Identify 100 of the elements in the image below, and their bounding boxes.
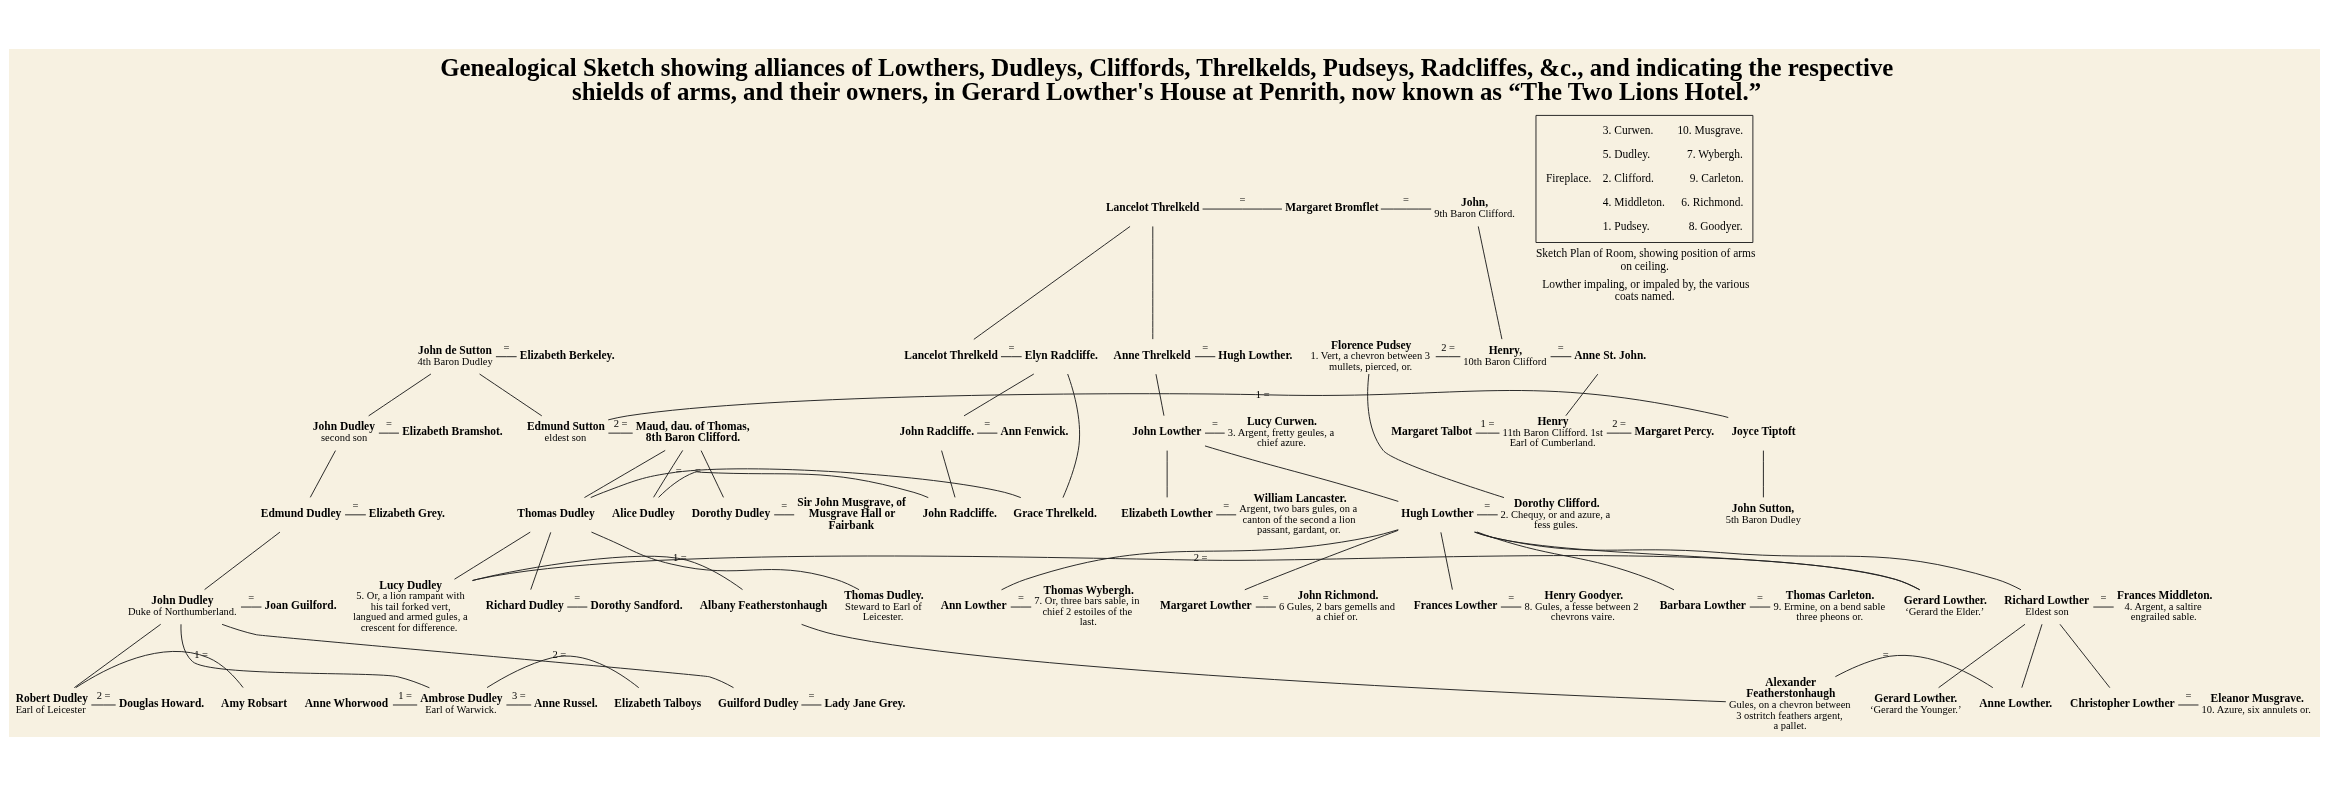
node-text: Elizabeth Grey.	[368, 506, 445, 519]
connector	[1152, 225, 1154, 340]
connector	[607, 432, 634, 434]
connector	[1001, 528, 1399, 590]
connector	[344, 513, 367, 515]
node-text: Robert Dudley Earl of Leicester	[15, 691, 88, 715]
edge-label: =	[1017, 591, 1024, 603]
node-text: Anne Whorwood	[304, 696, 389, 709]
connector	[1000, 355, 1023, 357]
connector	[454, 531, 531, 580]
node-text: Henry, 10th Baron Clifford	[1463, 343, 1547, 367]
node-text: John Radcliffe.	[922, 506, 997, 519]
connector	[607, 389, 1729, 420]
node-text: John Richmond. 6 Gules, 2 bars gemells and a chief or.	[1278, 588, 1395, 622]
connector	[73, 623, 162, 688]
node-box: Fireplace. 3. Curwen. 10. Musgrave. 5. Dudley. 7. Wybergh. 2. Clifford. 9. Carleton. 4. Middleton. 6. Richmond. 1. Pudsey. 8. Goodyer.	[1535, 114, 1754, 243]
node-text: Elizabeth Talboys	[614, 696, 702, 709]
node-text: Lucy Curwen. 3. Argent, fretty geules, a chief azure.	[1227, 414, 1335, 448]
connector	[973, 225, 1131, 340]
connector	[309, 449, 336, 498]
connector	[221, 623, 734, 688]
node-text: Sir John Musgrave, of Musgrave Hall or Fairbank	[797, 495, 906, 531]
node-text: Ambrose Dudley Earl of Warwick.	[420, 691, 503, 715]
node-text: Margaret Talbot	[1391, 424, 1473, 437]
node-text: John, 9th Baron Clifford.	[1434, 195, 1515, 219]
node-text: Lancelot Threlkeld	[904, 348, 998, 361]
edge-label: 2 =	[1193, 551, 1208, 563]
edge-label: 3 =	[511, 689, 526, 701]
edge-label: =	[1484, 499, 1491, 511]
connector	[591, 531, 860, 590]
connector	[1834, 654, 1994, 688]
node-text: Alexander Featherstonhaugh Gules, on a chevron between 3 ostritch feathers argent, a pallet.	[1728, 675, 1851, 731]
connector	[479, 373, 543, 416]
node-text: Christopher Lowther	[2070, 696, 2175, 709]
connector	[590, 467, 1022, 498]
edge-label: 1 =	[194, 648, 208, 660]
connector	[1440, 531, 1453, 590]
node-text: John Dudley Duke of Northumberland.	[127, 593, 237, 617]
edge-label: =	[694, 464, 701, 476]
connector	[204, 531, 281, 590]
node-text: Margaret Lowther	[1159, 598, 1252, 611]
edge-label: 2 =	[1441, 341, 1455, 353]
node-text: John Sutton, 5th Baron Dudley	[1725, 501, 1801, 525]
connector	[1062, 373, 1081, 498]
node-label: Sketch Plan of Room, showing position of arms on ceiling.	[1535, 246, 1756, 272]
node-text: Ann Lowther	[940, 598, 1007, 611]
connector	[1166, 449, 1168, 498]
edge-label: 1 =	[1480, 417, 1495, 429]
node-text: Frances Middleton. 4. Argent, a saltire engrailed sable.	[2116, 588, 2213, 622]
node-text: Margaret Bromflet	[1285, 200, 1379, 213]
node-text: Anne Russel.	[534, 696, 598, 709]
connector	[941, 449, 956, 498]
connector	[1476, 531, 1675, 590]
node-text: Dorothy Clifford. 2. Chequy, or and azure, a fess gules.	[1500, 496, 1611, 530]
connector	[700, 449, 724, 498]
node-text: Dorothy Sandford.	[590, 598, 683, 611]
node-text: Douglas Howard.	[118, 696, 205, 709]
connector	[378, 432, 400, 434]
node-text: Joan Guilford.	[264, 598, 337, 611]
edge-label: =	[675, 464, 682, 476]
node-label: Lowther impaling, or impaled by, the various coats named.	[1542, 277, 1750, 302]
edge-label: =	[1223, 499, 1230, 511]
node-text: Florence Pudsey 1. Vert, a chevron between 3 mullets, pierced, or.	[1310, 338, 1431, 372]
connector	[1476, 513, 1499, 515]
node-text: Alice Dudley	[611, 506, 675, 519]
edge-label: =	[1008, 341, 1015, 353]
connector	[471, 554, 1921, 590]
node-text: Elyn Radcliffe.	[1024, 348, 1098, 361]
connector	[2059, 623, 2111, 688]
edge-label: =	[781, 499, 788, 511]
node-text: Anne St. John.	[1574, 348, 1647, 361]
connector	[1215, 513, 1237, 515]
node-text: John Dudley second son	[312, 419, 375, 443]
edge-label: =	[1882, 648, 1889, 660]
node-text: Guilford Dudley	[718, 696, 799, 709]
connector	[1762, 449, 1764, 498]
node-text: Anne Threlkeld	[1113, 348, 1191, 361]
node-text: Ann Fenwick.	[1000, 424, 1069, 437]
node-text: Thomas Dudley	[517, 506, 595, 519]
connector	[1477, 225, 1503, 340]
node-text: Lancelot Threlkeld	[1105, 200, 1200, 213]
connector	[1435, 355, 1461, 357]
node-text: Frances Lowther	[1413, 598, 1498, 611]
connector	[1565, 373, 1599, 416]
node-text: Lucy Dudley 5. Or, a lion rampant with his tail forked vert, langued and armed gules, a crescent for difference.	[352, 578, 468, 633]
connector	[75, 650, 244, 688]
edge-label: 1 =	[398, 689, 412, 701]
connector	[368, 373, 432, 416]
edge-label: =	[386, 417, 393, 429]
edge-label: =	[352, 499, 359, 511]
node-text: Gerard Lowther. ‘Gerard the Elder.’	[1903, 593, 1987, 617]
node-text: John de Sutton 4th Baron Dudley	[417, 343, 493, 367]
connector	[180, 623, 430, 688]
node-text: John Lowther	[1132, 424, 1202, 437]
connector	[1155, 373, 1165, 416]
connector	[801, 623, 1727, 702]
edge-label: 2 =	[552, 648, 567, 660]
node-text: Grace Threlkeld.	[1013, 506, 1097, 519]
node-text: Richard Dudley	[485, 598, 564, 611]
connector	[1475, 432, 1500, 434]
